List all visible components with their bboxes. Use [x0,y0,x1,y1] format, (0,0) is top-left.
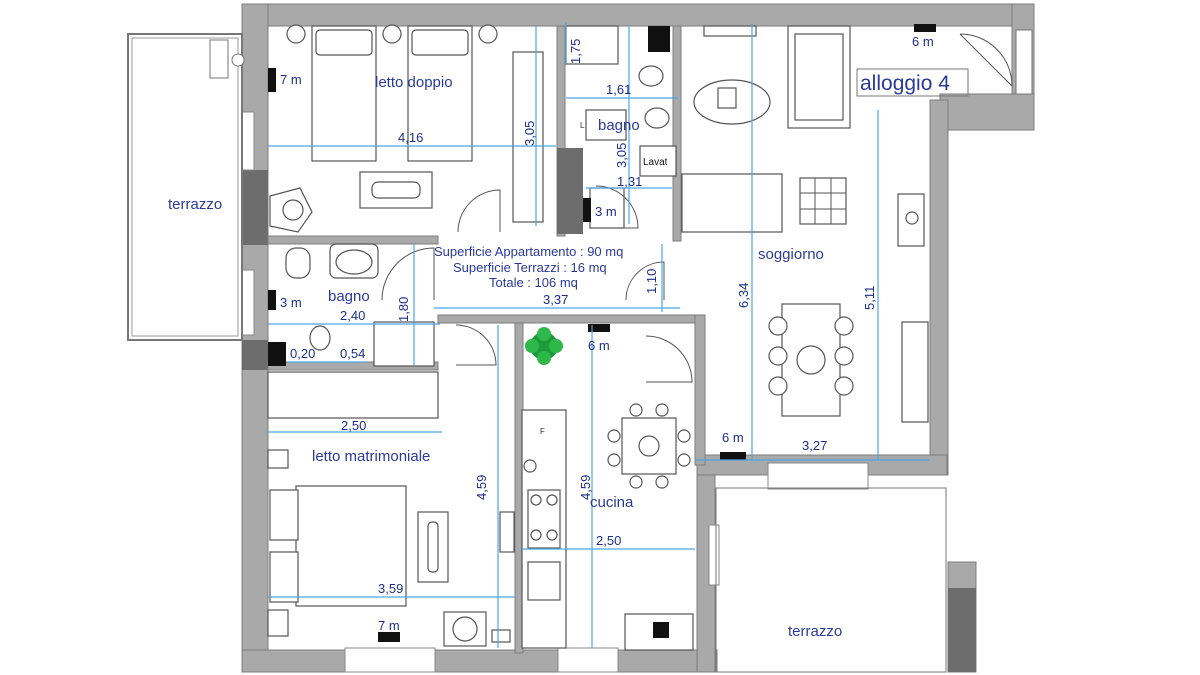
dim-0-54: 0,54 [340,346,365,361]
room-label-terrazzo-2: terrazzo [788,623,842,640]
dim-4-59-a: 4,59 [474,475,489,500]
dim-3-59: 3,59 [378,581,403,596]
dim-3-27: 3,27 [802,438,827,453]
dim-3-05-b: 3,05 [614,143,629,168]
plant-icon [525,327,563,365]
height-letto-matrimoniale: 7 m [378,618,400,633]
dim-6-34: 6,34 [736,283,751,308]
terrace-left [127,33,245,341]
height-soggiorno-top: 6 m [912,34,934,49]
area-totale: Totale : 106 mq [489,275,578,290]
dim-4-16: 4,16 [398,130,423,145]
room-label-soggiorno: soggiorno [758,246,824,263]
dim-2-50-a: 2,50 [341,418,366,433]
plan-title: alloggio 4 [860,72,950,95]
cabinet-mark: L [580,121,585,130]
height-soggiorno-bottom: 6 m [722,430,744,445]
dim-4-59-b: 4,59 [578,475,593,500]
dim-1-10: 1,10 [644,269,659,294]
room-label-terrazzo-1: terrazzo [168,196,222,213]
doors [381,29,1033,383]
terrace-right [715,487,947,673]
dim-3-37: 3,37 [543,292,568,307]
height-bagno-2: 3 m [280,295,302,310]
dim-3-05-a: 3,05 [522,121,537,146]
room-label-letto-doppio: letto doppio [375,74,453,91]
room-label-cucina: cucina [590,494,634,511]
dimension-lines [268,22,930,648]
dim-1-31: 1,31 [617,174,642,189]
room-label-bagno-1: bagno [598,117,640,134]
room-label-bagno-2: bagno [328,288,370,305]
lavat-label: Lavat [643,157,668,168]
dim-1-75: 1,75 [568,39,583,64]
dim-2-40: 2,40 [340,308,365,323]
fridge-mark: F [540,427,545,436]
area-appartamento: Superficie Appartamento : 90 mq [434,244,623,259]
dim-1-61: 1,61 [606,82,631,97]
area-terrazzi: Superficie Terrazzi : 16 mq [453,260,607,275]
height-cucina: 6 m [588,338,610,353]
room-label-letto-matrimoniale: letto matrimoniale [312,448,430,465]
dim-5-11: 5,11 [862,286,877,310]
dim-1-80: 1,80 [396,297,411,322]
furniture [267,24,936,651]
walls [241,3,1035,673]
dim-0-20: 0,20 [290,346,315,361]
height-letto-doppio: 7 m [280,72,302,87]
height-bagno-1: 3 m [595,204,617,219]
dim-2-50-b: 2,50 [596,533,621,548]
